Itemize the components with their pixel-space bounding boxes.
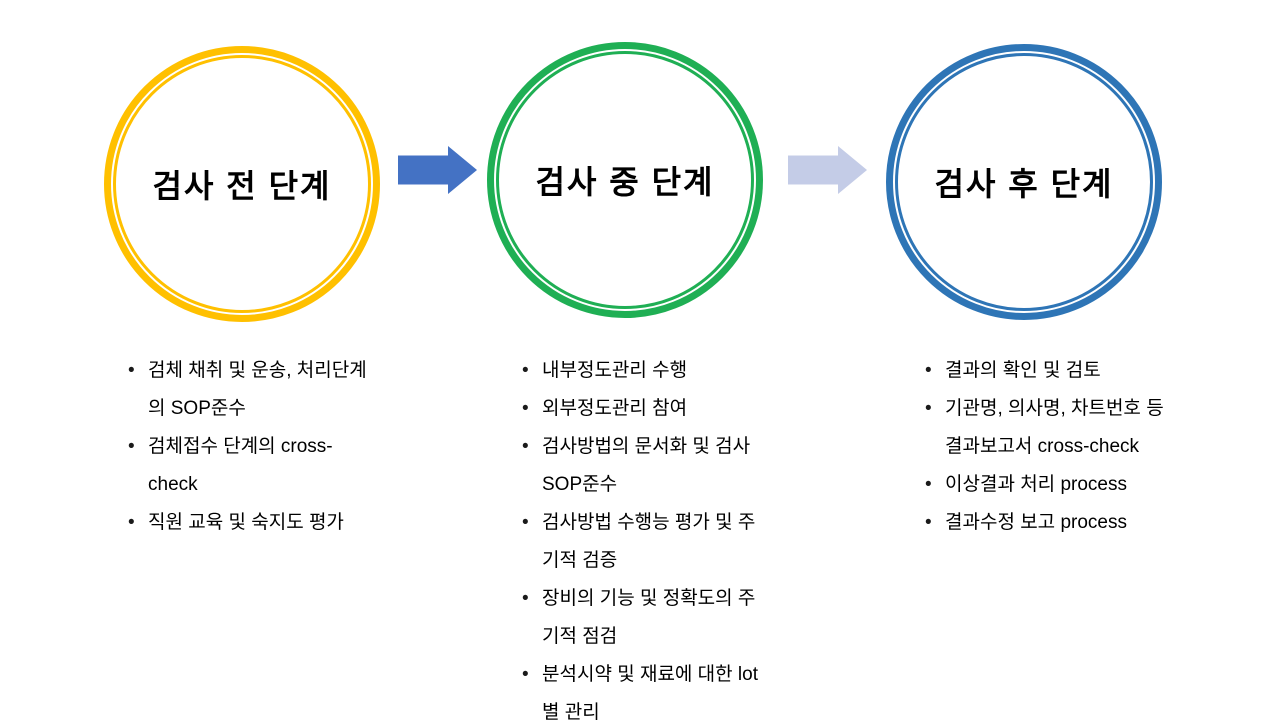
list-item: 분석시약 및 재료에 대한 lot별 관리 xyxy=(520,656,762,720)
stage-circle-post-inspection: 검사 후 단계 xyxy=(886,44,1162,320)
list-item: 결과의 확인 및 검토 xyxy=(923,352,1167,390)
list-item: 검사방법 수행능 평가 및 주기적 검증 xyxy=(520,504,762,580)
stage-list-post-inspection: 결과의 확인 및 검토 기관명, 의사명, 차트번호 등 결과보고서 cross… xyxy=(923,352,1167,542)
list-item: 검체접수 단계의 cross-check xyxy=(126,428,382,504)
list-item-text: 내부정도관리 수행 xyxy=(542,360,688,381)
list-item: 직원 교육 및 숙지도 평가 xyxy=(126,504,382,542)
list-item-text: 검사방법 수행능 평가 및 주기적 검증 xyxy=(542,512,756,571)
arrow-right-icon xyxy=(398,146,477,194)
stage-title-mid-inspection: 검사 중 단계 xyxy=(535,164,715,200)
list-item-text: 결과수정 보고 process xyxy=(945,512,1127,533)
list-item: 내부정도관리 수행 xyxy=(520,352,762,390)
stage-circle-pre-inspection: 검사 전 단계 xyxy=(104,46,380,322)
list-item-text: 기관명, 의사명, 차트번호 등 결과보고서 cross-check xyxy=(945,398,1164,457)
list-item: 기관명, 의사명, 차트번호 등 결과보고서 cross-check xyxy=(923,390,1167,466)
stage-title-post-inspection: 검사 후 단계 xyxy=(934,166,1114,202)
list-item-text: 결과의 확인 및 검토 xyxy=(945,360,1101,381)
arrow-right-icon xyxy=(788,146,867,194)
list-item-text: 이상결과 처리 process xyxy=(945,474,1127,495)
list-item-text: 직원 교육 및 숙지도 평가 xyxy=(148,512,344,533)
list-item: 검체 채취 및 운송, 처리단계의 SOP준수 xyxy=(126,352,382,428)
list-item-text: 검사방법의 문서화 및 검사 SOP준수 xyxy=(542,436,751,495)
list-item-text: 장비의 기능 및 정확도의 주기적 점검 xyxy=(542,588,756,647)
list-item-text: 검체 채취 및 운송, 처리단계의 SOP준수 xyxy=(148,360,367,419)
stage-list-pre-inspection: 검체 채취 및 운송, 처리단계의 SOP준수 검체접수 단계의 cross-c… xyxy=(126,352,382,542)
list-item-text: 분석시약 및 재료에 대한 lot별 관리 xyxy=(542,664,758,720)
stage-list-mid-inspection: 내부정도관리 수행 외부정도관리 참여 검사방법의 문서화 및 검사 SOP준수… xyxy=(520,352,762,720)
list-item: 장비의 기능 및 정확도의 주기적 점검 xyxy=(520,580,762,656)
list-item: 결과수정 보고 process xyxy=(923,504,1167,542)
stage-circle-mid-inspection: 검사 중 단계 xyxy=(487,42,763,318)
stage-title-pre-inspection: 검사 전 단계 xyxy=(152,168,332,204)
list-item-text: 검체접수 단계의 cross-check xyxy=(148,436,333,495)
list-item: 이상결과 처리 process xyxy=(923,466,1167,504)
list-item-text: 외부정도관리 참여 xyxy=(542,398,688,419)
list-item: 검사방법의 문서화 및 검사 SOP준수 xyxy=(520,428,762,504)
list-item: 외부정도관리 참여 xyxy=(520,390,762,428)
